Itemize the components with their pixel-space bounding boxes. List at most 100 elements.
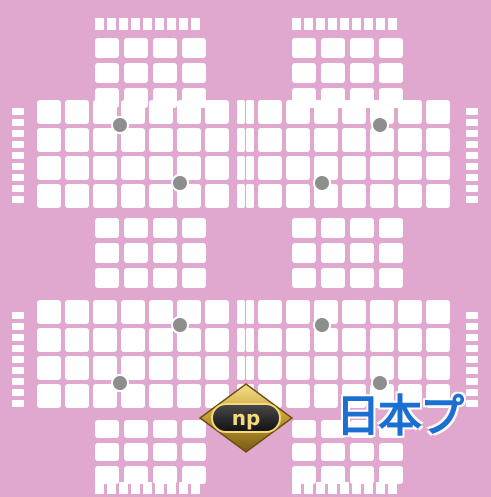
deck-slot: [388, 18, 397, 30]
deck-slot: [182, 443, 206, 461]
deck-slot: [177, 156, 201, 180]
deck-slot: [340, 482, 349, 494]
deck-slot: [131, 18, 140, 30]
deck-slot: [177, 128, 201, 152]
deck-slot: [379, 443, 403, 461]
deck-slot: [93, 128, 117, 152]
deck-slot: [93, 156, 117, 180]
deck-slot: [304, 482, 313, 494]
deck-slot: [342, 384, 366, 408]
deck-slot: [286, 184, 310, 208]
deck-slot: [121, 356, 145, 380]
deck-slot: [286, 356, 310, 380]
deck-slot: [350, 443, 374, 461]
deck-slot: [286, 128, 310, 152]
deck-slot: [398, 184, 422, 208]
deck-slot: [149, 156, 173, 180]
deck-slot: [119, 482, 128, 494]
deck-slot: [12, 312, 24, 319]
deck-slot: [95, 466, 119, 484]
deck-slot: [286, 384, 310, 408]
deck-slot: [149, 184, 173, 208]
deck-slot: [350, 218, 374, 238]
deck-slot: [246, 128, 254, 152]
deck-slot: [149, 300, 173, 324]
deck-slot: [379, 38, 403, 58]
deck-slot: [258, 184, 282, 208]
deck-slot: [314, 384, 338, 408]
deck-slot: [37, 356, 61, 380]
deck-slot: [352, 482, 361, 494]
deck-slot: [179, 18, 188, 30]
deck-slot: [286, 328, 310, 352]
deck-slot: [37, 100, 61, 124]
logo-plate: [211, 403, 281, 433]
deck-slot: [153, 466, 177, 484]
deck-slot: [37, 328, 61, 352]
deck-slot: [398, 300, 422, 324]
deck-slot: [12, 185, 24, 192]
deck-slot: [466, 108, 478, 115]
deck-slot: [155, 18, 164, 30]
deck-slot: [398, 128, 422, 152]
deck-slot: [124, 243, 148, 263]
deck-slot: [93, 184, 117, 208]
deck-slot: [205, 356, 229, 380]
deck-slot: [12, 389, 24, 396]
deck-slot: [237, 328, 245, 352]
deck-slot: [426, 356, 450, 380]
deck-slot: [182, 466, 206, 484]
deck-slot: [426, 300, 450, 324]
deck-slot: [286, 100, 310, 124]
deck-slot: [121, 100, 145, 124]
deck-slot: [149, 100, 173, 124]
deck-slot: [12, 367, 24, 374]
deck-slot: [12, 130, 24, 137]
bolt-holes: [111, 116, 389, 392]
deck-slot: [124, 63, 148, 83]
deck-slot: [191, 18, 200, 30]
deck-slot: [143, 18, 152, 30]
deck-slot: [342, 100, 366, 124]
deck-slot: [466, 196, 478, 203]
deck-slot: [143, 482, 152, 494]
deck-slot: [149, 328, 173, 352]
deck-slot: [352, 18, 361, 30]
deck-slot: [426, 128, 450, 152]
deck-slot: [342, 356, 366, 380]
deck-slot: [321, 443, 345, 461]
deck-slot: [328, 18, 337, 30]
deck-slot: [37, 128, 61, 152]
deck-slot: [177, 100, 201, 124]
deck-slot: [12, 323, 24, 330]
deck-slot: [398, 100, 422, 124]
deck-slot: [12, 400, 24, 407]
deck-slot: [119, 18, 128, 30]
deck-slot: [12, 108, 24, 115]
deck-slot: [182, 243, 206, 263]
deck-slot: [426, 384, 450, 408]
deck-slot: [370, 300, 394, 324]
deck-slot: [12, 378, 24, 385]
deck-slot: [205, 156, 229, 180]
deck-slot: [314, 356, 338, 380]
deck-slot: [286, 156, 310, 180]
deck-slot: [246, 100, 254, 124]
deck-slot: [321, 63, 345, 83]
deck-slot: [342, 156, 366, 180]
deck-slot: [321, 466, 345, 484]
deck-slot: [466, 356, 478, 363]
deck-slot: [246, 156, 254, 180]
deck-slot: [95, 443, 119, 461]
deck-slot: [292, 63, 316, 83]
deck-slot: [364, 18, 373, 30]
deck-slot: [182, 420, 206, 438]
deck-slot: [370, 128, 394, 152]
deck-slot: [350, 63, 374, 83]
deck-slot: [292, 268, 316, 288]
deck-slot: [121, 156, 145, 180]
deck-slot: [426, 328, 450, 352]
deck-slot: [149, 356, 173, 380]
deck-slot: [350, 466, 374, 484]
